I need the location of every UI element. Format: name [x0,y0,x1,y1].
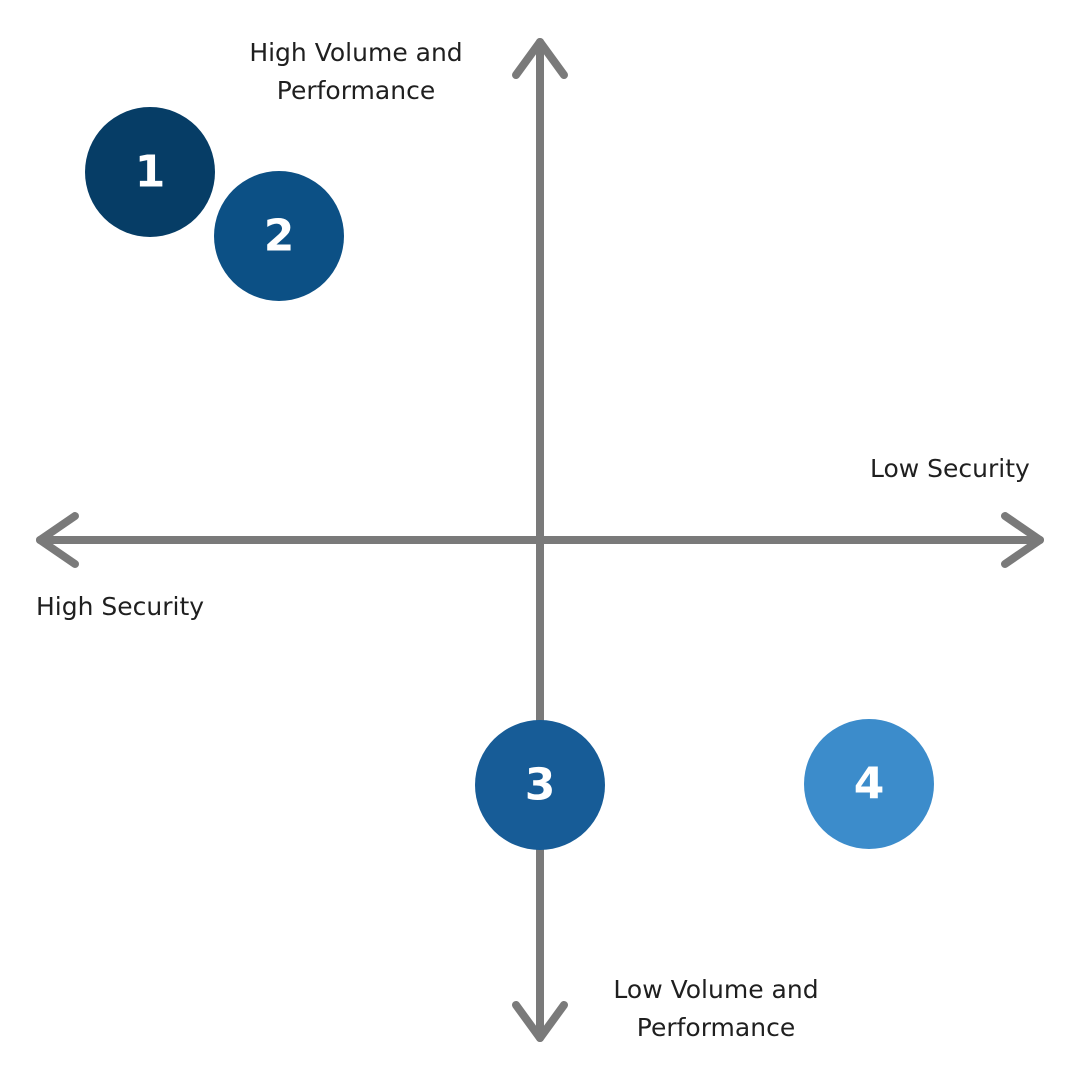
left-axis-label: High Security [36,592,205,621]
marker-1-label: 1 [135,147,166,198]
right-axis-label: Low Security [870,454,1030,483]
marker-4-label: 4 [854,759,885,810]
marker-3-circle [475,720,605,850]
marker-3-label: 3 [525,760,556,811]
right-arrowhead-icon [1001,512,1044,568]
top-axis-label: High Volume and Performance [249,38,463,105]
marker-1-circle [85,107,215,237]
up-arrowhead-icon [512,38,568,79]
marker-2: 2 [214,171,344,301]
marker-2-circle [214,171,344,301]
marker-3: 3 [475,720,605,850]
marker-4-circle [804,719,934,849]
left-arrowhead-icon [36,512,79,568]
marker-2-label: 2 [264,211,295,262]
down-arrowhead-icon [512,1001,568,1042]
bottom-axis-label: Low Volume and Performance [613,975,819,1042]
marker-1: 1 [85,107,215,237]
marker-4: 4 [804,719,934,849]
